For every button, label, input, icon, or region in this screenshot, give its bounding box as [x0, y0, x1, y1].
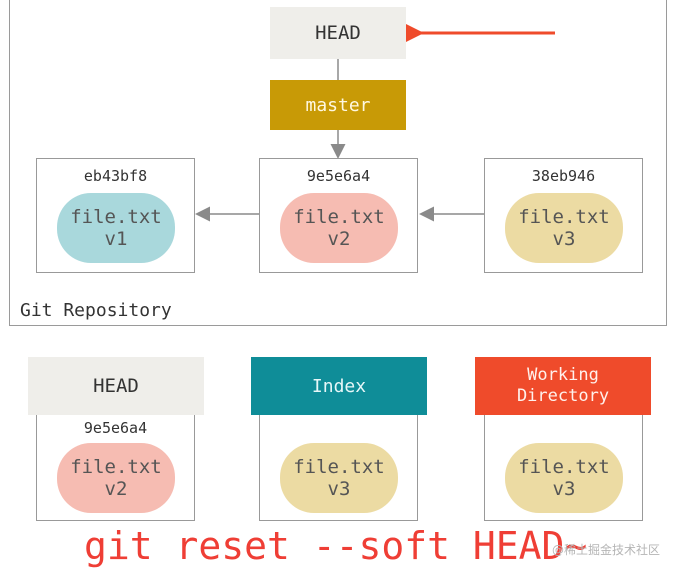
index-file-blob: file.txt v3 [280, 443, 398, 513]
index-area-tag: Index [251, 357, 427, 415]
head-area-label: HEAD [93, 375, 139, 397]
repository-label: Git Repository [20, 300, 172, 321]
file-name: file.txt [293, 456, 385, 478]
file-name: file.txt [518, 206, 610, 228]
commit-box-v3: 38eb946 file.txt v3 [484, 158, 643, 273]
head-area-tag: HEAD [28, 357, 204, 415]
file-version: v2 [104, 478, 128, 500]
file-blob-v1: file.txt v1 [57, 193, 175, 263]
watermark: @稀土掘金技术社区 [551, 543, 660, 557]
file-blob-v3: file.txt v3 [505, 193, 623, 263]
master-branch-box: master [270, 80, 406, 130]
working-directory-area-box: file.txt v3 [484, 415, 643, 521]
file-version: v2 [327, 228, 351, 250]
index-area-box: file.txt v3 [259, 415, 418, 521]
head-ref-box: HEAD [270, 7, 406, 59]
working-directory-area-tag: Working Directory [475, 357, 651, 415]
commit-box-v2: 9e5e6a4 file.txt v2 [259, 158, 418, 273]
head-area-hash: 9e5e6a4 [83, 419, 148, 437]
file-blob-v2: file.txt v2 [280, 193, 398, 263]
file-name: file.txt [518, 456, 610, 478]
master-branch-label: master [305, 94, 371, 116]
commit-hash: 38eb946 [531, 167, 596, 185]
head-area-file-blob: file.txt v2 [57, 443, 175, 513]
file-version: v1 [104, 228, 128, 250]
commit-box-v1: eb43bf8 file.txt v1 [36, 158, 195, 273]
file-name: file.txt [70, 456, 162, 478]
commit-hash: eb43bf8 [83, 167, 148, 185]
file-name: file.txt [70, 206, 162, 228]
file-version: v3 [552, 228, 576, 250]
git-command-text: git reset --soft HEAD~ [84, 524, 588, 568]
file-name: file.txt [293, 206, 385, 228]
file-version: v3 [327, 478, 351, 500]
working-directory-file-blob: file.txt v3 [505, 443, 623, 513]
commit-hash: 9e5e6a4 [306, 167, 371, 185]
working-directory-label-line2: Directory [516, 386, 610, 406]
working-directory-label-line1: Working [527, 365, 599, 385]
head-area-box: 9e5e6a4 file.txt v2 [36, 415, 195, 521]
head-ref-label: HEAD [315, 22, 361, 44]
index-area-label: Index [311, 375, 367, 397]
file-version: v3 [552, 478, 576, 500]
